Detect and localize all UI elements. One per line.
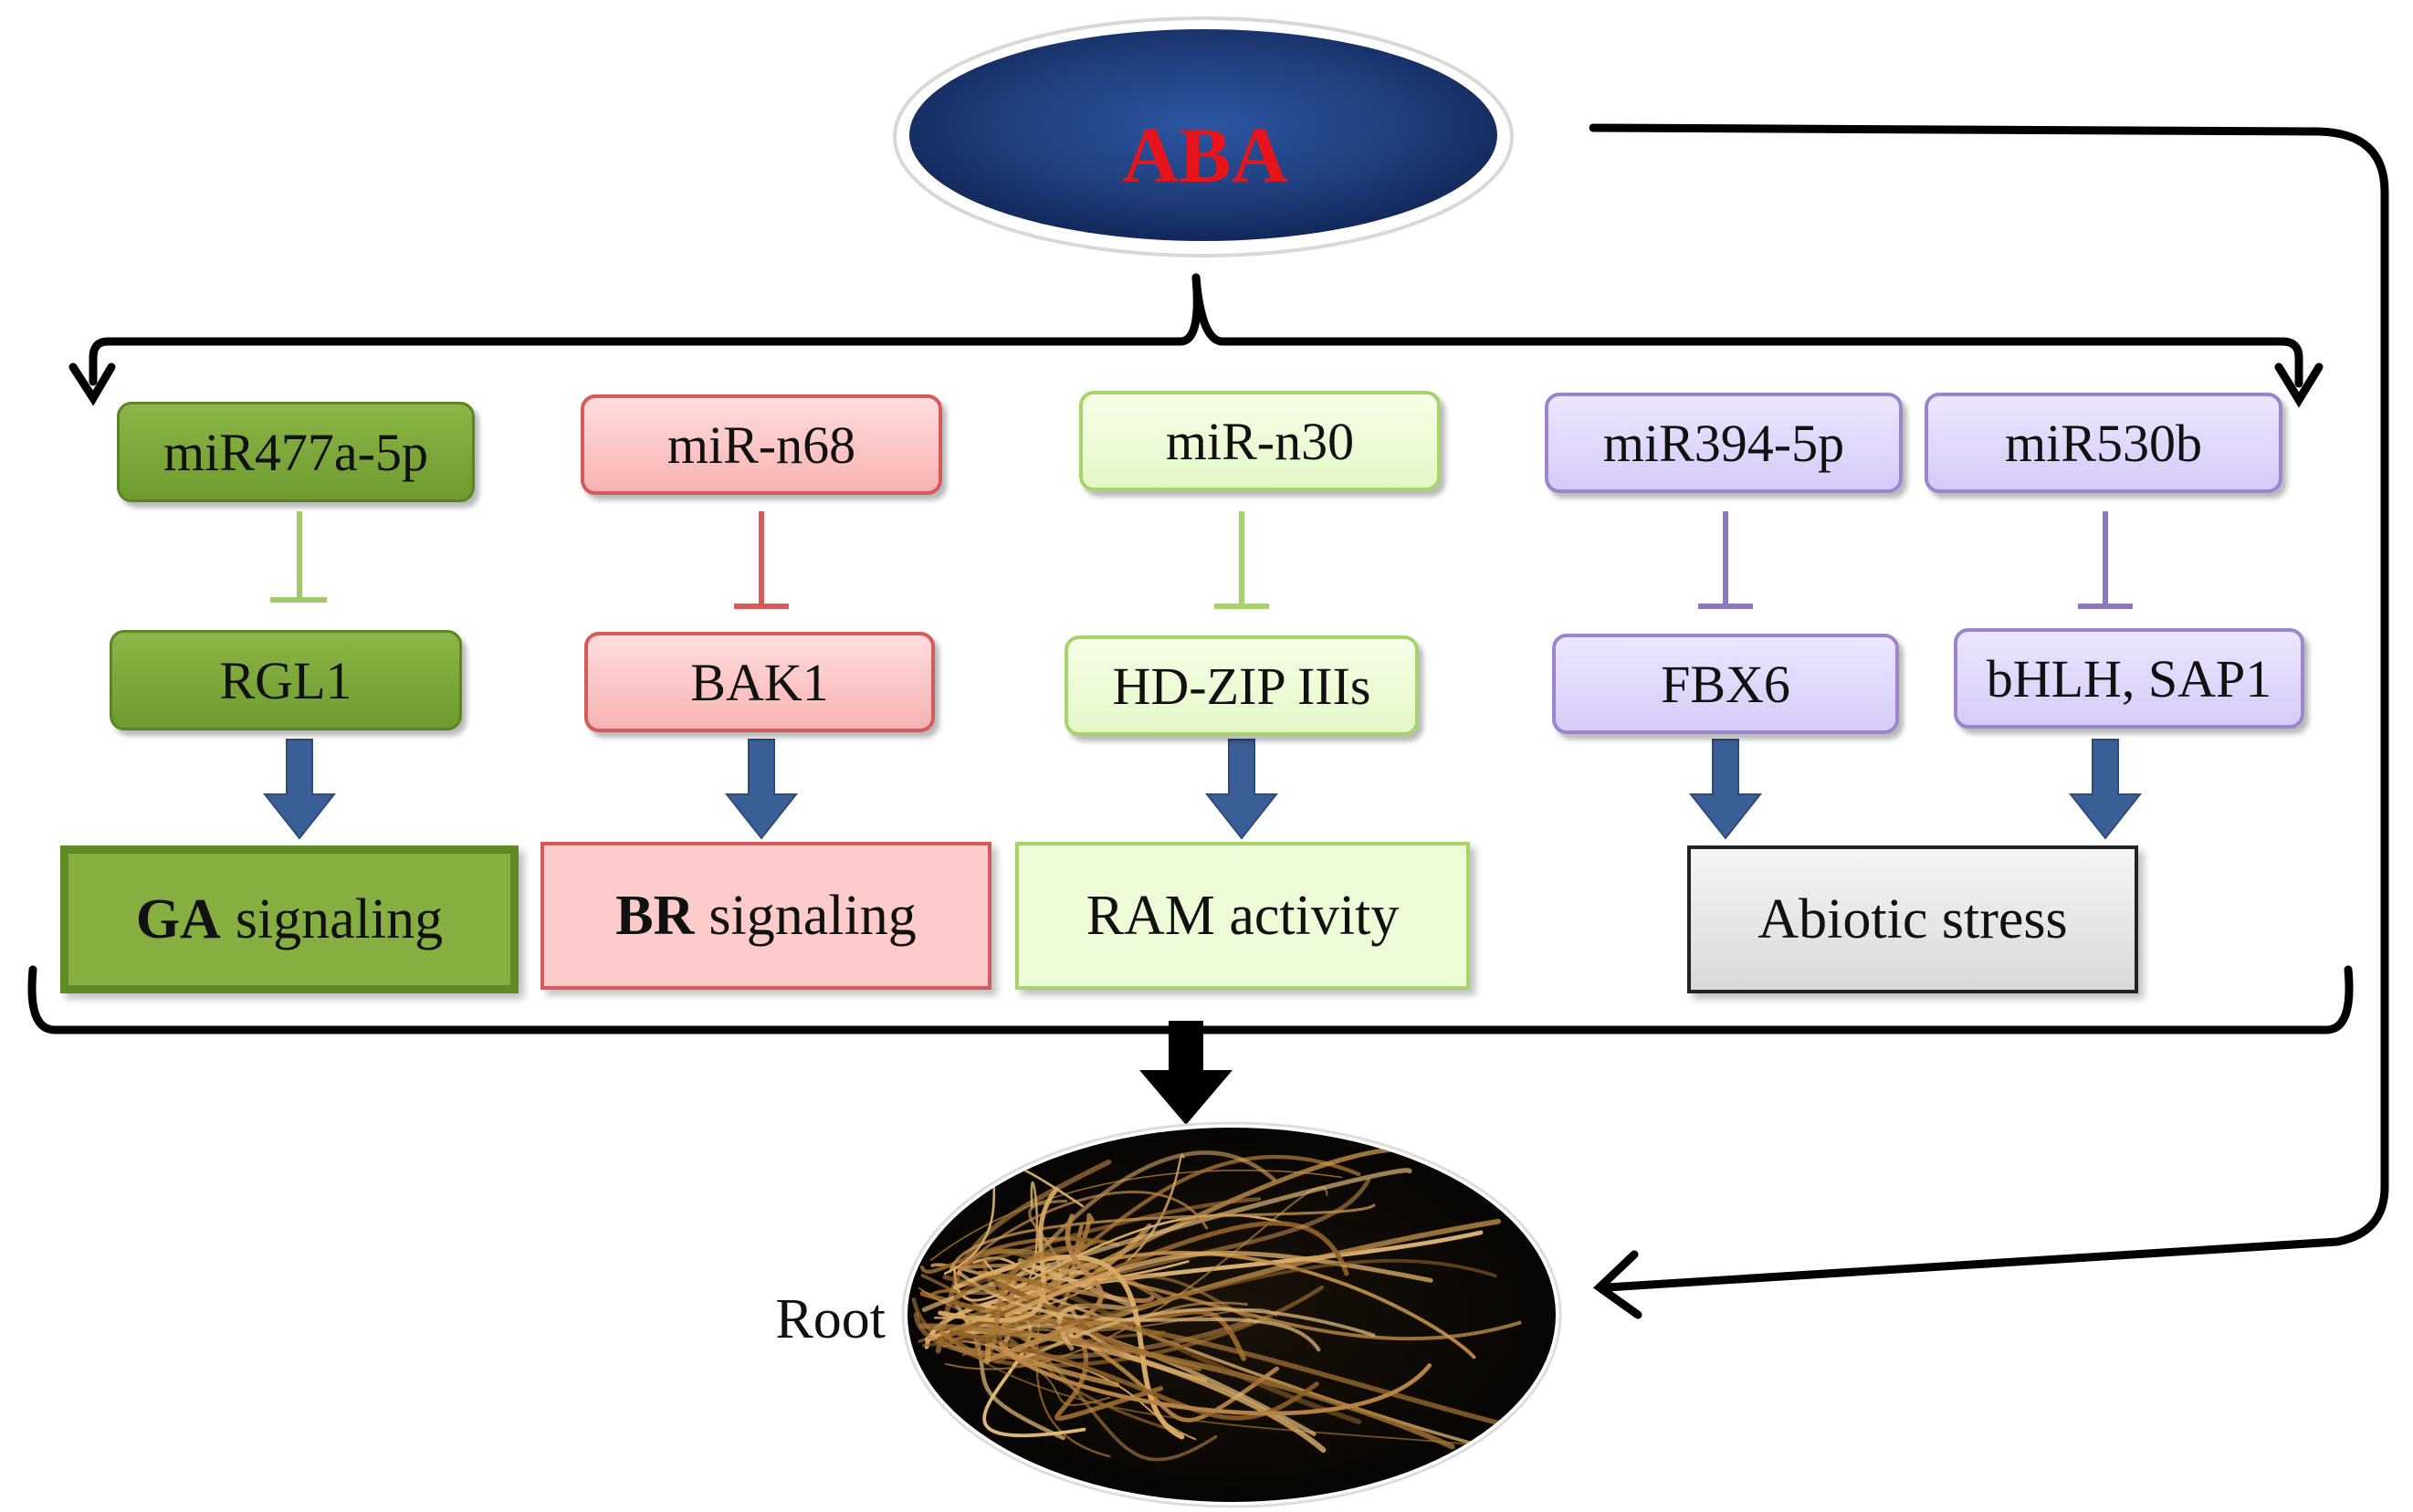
arrow-hdzip-ram [1204,739,1279,840]
mirna-box-mir530b: miR530b [1925,393,2282,493]
root-strand [937,1328,1477,1446]
root-strand [913,1311,1252,1360]
root-strand [949,1203,1376,1274]
top-bracket [68,273,2324,408]
aba-label: ABA [1122,111,1288,199]
process-bold-ga: GA [135,887,221,950]
arrow-bak1-br [724,739,799,840]
mirna-box-mir-n30: miR-n30 [1079,391,1441,491]
process-box-ga-signaling: GA signaling [60,845,519,993]
root-photo [901,1121,1562,1508]
target-box-hd-zip-iiis: HD-ZIP IIIs [1065,635,1419,736]
root-strand [949,1274,1362,1424]
target-box-bhlh-sap1: bHLH, SAP1 [1954,628,2304,729]
mirna-box-mir394-5p: miR394-5p [1545,393,1903,493]
process-box-abiotic-stress: Abiotic stress [1687,845,2138,993]
root-strand [932,1244,1086,1357]
aba-node [893,16,1514,257]
inhibit-mirn30-hdzip [1214,511,1269,609]
root-strand [922,1258,1497,1348]
root-strand [952,1191,1209,1278]
aba-to-root-arrow [1589,123,2389,1319]
blue-arrows [262,739,2143,840]
root-strand [930,1170,1343,1261]
process-text-br: signaling [708,884,917,947]
root-strand [974,1318,1520,1431]
root-strand [983,1181,1039,1289]
root-strand [918,1323,1455,1450]
process-bold-br: BR [615,884,695,947]
root-strand [998,1341,1432,1416]
root-label: Root [775,1287,886,1350]
arrow-fbx6-abiotic [1688,739,1763,840]
root-strand [984,1341,1120,1388]
inhibit-mir394-fbx6 [1698,511,1753,609]
root-strand [962,1178,1371,1321]
inhibit-mir530b-bhlh [2078,511,2133,609]
inhibition-lines [270,511,2133,609]
target-box-bak1: BAK1 [584,632,935,732]
process-text-ga: signaling [235,887,444,950]
arrow-to-root [1139,1021,1233,1125]
root-strand [982,1213,1104,1364]
process-box-ram-activity: RAM activity [1015,842,1470,990]
inhibit-mir477-rgl1 [270,511,327,603]
inhibit-mirn68-bak1 [734,511,789,609]
root-strand [942,1240,1097,1303]
process-text-abiotic: Abiotic stress [1757,887,2068,950]
root-strand [933,1153,1185,1319]
root-strand [954,1345,1111,1406]
target-box-fbx6: FBX6 [1552,634,1899,734]
target-box-rgl1: RGL1 [110,630,462,730]
mirna-box-mir477a-5p: miR477a-5p [117,402,475,502]
process-box-br-signaling: BR signaling [540,842,991,990]
mirna-box-mir-n68: miR-n68 [581,394,942,495]
arrow-rgl1-ga [262,739,337,840]
process-text-ram: RAM activity [1086,884,1400,947]
root-strand [1004,1250,1433,1318]
arrow-bhlh-abiotic [2068,739,2143,840]
